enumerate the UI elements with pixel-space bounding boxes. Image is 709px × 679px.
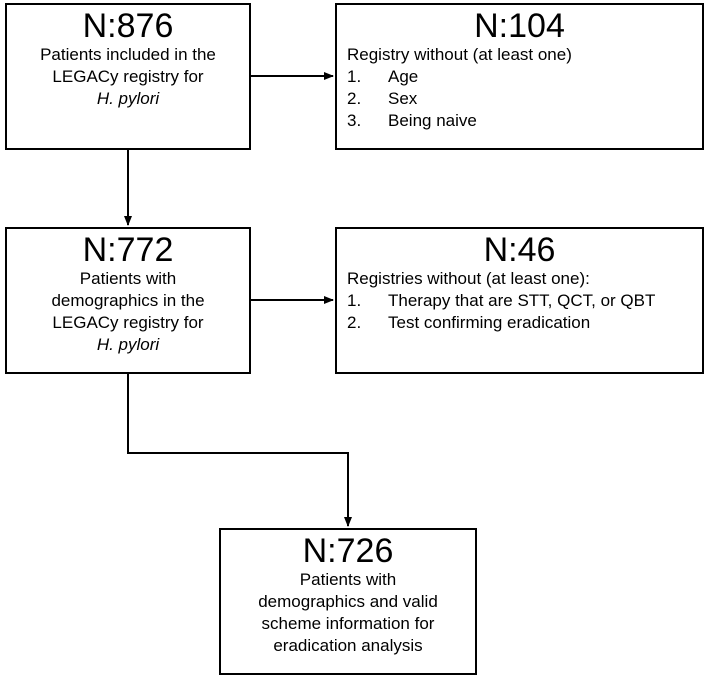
desc-line: Patients with	[79, 269, 177, 288]
desc-line-organism: H. pylori	[96, 335, 160, 354]
box-with-demographics: N:772 Patients with demographics in the …	[5, 227, 251, 374]
count-excluded-demographics: N:104	[474, 7, 565, 45]
heading-excluded-demographics: Registry without (at least one)	[347, 45, 572, 64]
desc-included: Patients included in the LEGACy registry…	[7, 44, 249, 110]
item-number: 2.	[347, 313, 362, 332]
list-item: 2. Test confirming eradication	[347, 312, 702, 334]
desc-line: demographics and valid	[258, 592, 438, 611]
desc-line: eradication analysis	[273, 636, 423, 655]
item-number: 1.	[347, 67, 362, 86]
item-number: 3.	[347, 111, 362, 130]
item-text: Test confirming eradication	[388, 313, 591, 332]
count-final: N:726	[302, 532, 394, 570]
item-text: Age	[388, 67, 419, 86]
desc-line: Patients with	[299, 570, 397, 589]
heading-excluded-therapy: Registries without (at least one):	[347, 269, 590, 288]
item-number: 1.	[347, 291, 362, 310]
item-text: Therapy that are STT, QCT, or QBT	[388, 291, 656, 310]
desc-line-organism: H. pylori	[96, 89, 160, 108]
desc-line: scheme information for	[261, 614, 435, 633]
item-number: 2.	[347, 89, 362, 108]
list-item: 1. Age	[347, 66, 702, 88]
desc-line: LEGACy registry for	[52, 313, 204, 332]
desc-final: Patients with demographics and valid sch…	[221, 569, 475, 657]
list-excluded-therapy: 1. Therapy that are STT, QCT, or QBT 2. Te…	[337, 290, 702, 334]
desc-with-demographics: Patients with demographics in the LEGACy…	[7, 268, 249, 356]
box-excluded-demographics: N:104 Registry without (at least one) 1.…	[335, 3, 704, 150]
list-item: 2. Sex	[347, 88, 702, 110]
box-excluded-therapy: N:46 Registries without (at least one): …	[335, 227, 704, 374]
count-with-demographics: N:772	[82, 231, 174, 269]
list-item: 1. Therapy that are STT, QCT, or QBT	[347, 290, 702, 312]
desc-line: Patients included in the	[40, 45, 216, 64]
item-text: Sex	[388, 89, 418, 108]
count-included: N:876	[82, 7, 174, 45]
desc-line: demographics in the	[51, 291, 205, 310]
list-excluded-demographics: 1. Age 2. Sex 3. Being naive	[337, 66, 702, 132]
count-excluded-therapy: N:46	[483, 231, 556, 269]
desc-line: LEGACy registry for	[52, 67, 204, 86]
list-item: 3. Being naive	[347, 110, 702, 132]
arrow-demographics-to-final	[127, 374, 352, 527]
box-final-analysis: N:726 Patients with demographics and val…	[219, 528, 477, 675]
box-included-patients: N:876 Patients included in the LEGACy re…	[5, 3, 251, 150]
item-text: Being naive	[388, 111, 477, 130]
